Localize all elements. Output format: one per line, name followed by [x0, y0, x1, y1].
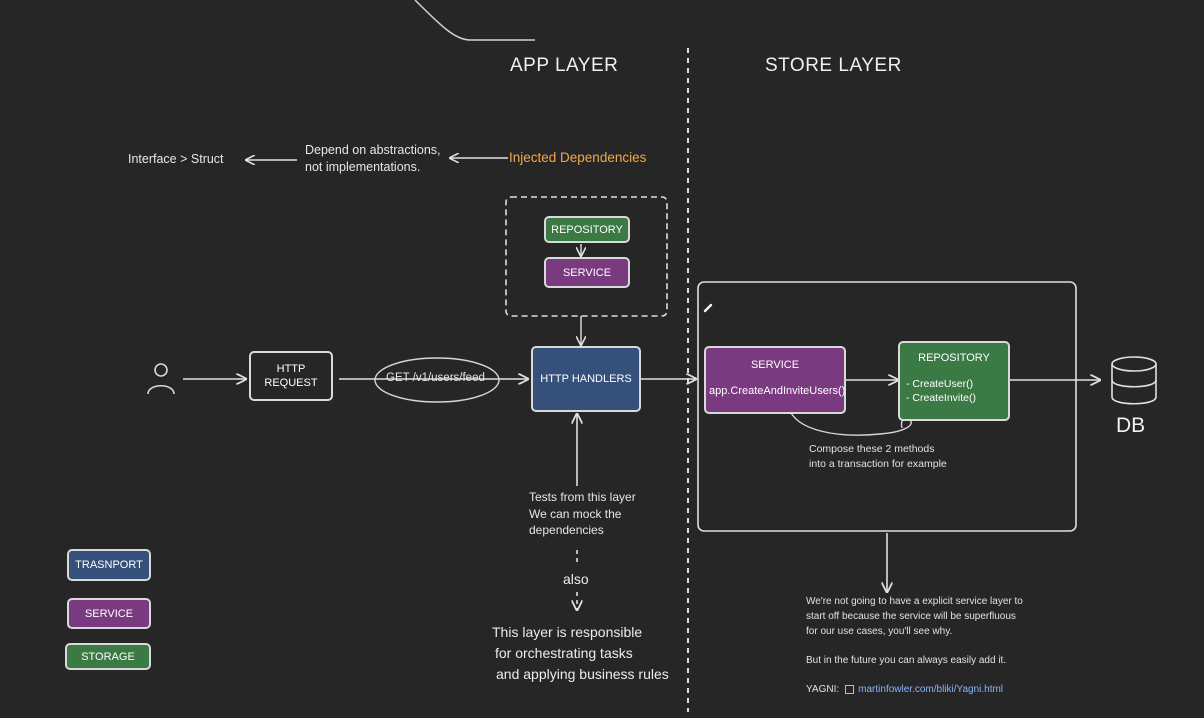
store-repository-methods: - CreateUser() - CreateInvite() [906, 377, 976, 405]
database-icon [1111, 356, 1157, 405]
compose-note-line: into a transaction for example [809, 458, 947, 470]
tests-note-line: dependencies [529, 523, 604, 537]
http-request-box: HTTP REQUEST [249, 351, 333, 401]
cursor-mark [703, 303, 713, 313]
store-note-line: for our use cases, you'll see why. [806, 626, 953, 637]
repository-method: - CreateInvite() [906, 392, 977, 404]
repository-method: - CreateUser() [906, 378, 974, 390]
store-service-title: SERVICE [750, 359, 800, 371]
legend-transport: TRASNPORT [67, 549, 151, 581]
store-note-line: We're not going to have a explicit servi… [806, 596, 1023, 607]
http-request-line: REQUEST [264, 377, 318, 389]
store-service-box: SERVICE app.CreateAndInviteUsers() [704, 346, 846, 414]
responsible-line-3: and applying business rules [496, 666, 669, 682]
external-link-icon [845, 685, 855, 694]
user-icon [147, 363, 175, 395]
legend-storage: STORAGE [65, 643, 151, 670]
compose-note: Compose these 2 methods into a transacti… [809, 442, 947, 472]
tests-note-line: Tests from this layer [529, 490, 636, 504]
depend-note-line: not implementations. [305, 160, 421, 174]
responsible-line-2: for orchestrating tasks [495, 645, 633, 661]
route-ellipse [374, 357, 500, 403]
compose-note-line: Compose these 2 methods [809, 443, 935, 455]
injected-service-box: SERVICE [544, 257, 630, 288]
injected-dependencies-label: Injected Dependencies [509, 150, 647, 165]
route-label: GET /v1/users/feed [386, 372, 485, 384]
legend-service: SERVICE [67, 598, 151, 629]
injected-repository-box: REPOSITORY [544, 216, 630, 243]
db-label: DB [1116, 414, 1146, 437]
store-service-method: app.CreateAndInviteUsers() [709, 385, 846, 397]
also-label: also [563, 571, 589, 587]
yagni-row: YAGNI: martinfowler.com/bliki/Yagni.html [806, 682, 1023, 697]
yagni-link[interactable]: martinfowler.com/bliki/Yagni.html [858, 684, 1004, 695]
tests-note: Tests from this layer We can mock the de… [529, 489, 636, 539]
http-request-line: HTTP [276, 363, 306, 375]
store-notes: We're not going to have a explicit servi… [806, 594, 1023, 697]
injected-deps-box [505, 196, 668, 317]
store-note-line: But in the future you can always easily … [806, 655, 1007, 666]
depend-note: Depend on abstractions, not implementati… [305, 142, 441, 176]
top-curve [414, 0, 535, 41]
store-note-line: start off because the service will be su… [806, 611, 1016, 622]
store-repository-title: REPOSITORY [918, 352, 990, 364]
app-layer-heading: APP LAYER [510, 55, 619, 76]
tests-note-line: We can mock the [529, 506, 622, 521]
responsible-line-1: This layer is responsible [492, 624, 643, 640]
http-handlers-box: HTTP HANDLERS [531, 346, 641, 412]
interface-note: Interface > Struct [128, 152, 224, 166]
yagni-label: YAGNI: [806, 684, 840, 695]
store-layer-box [697, 281, 1077, 532]
depend-note-line: Depend on abstractions, [305, 143, 441, 157]
store-layer-heading: STORE LAYER [765, 55, 902, 76]
store-repository-box: REPOSITORY - CreateUser() - CreateInvite… [898, 341, 1010, 421]
